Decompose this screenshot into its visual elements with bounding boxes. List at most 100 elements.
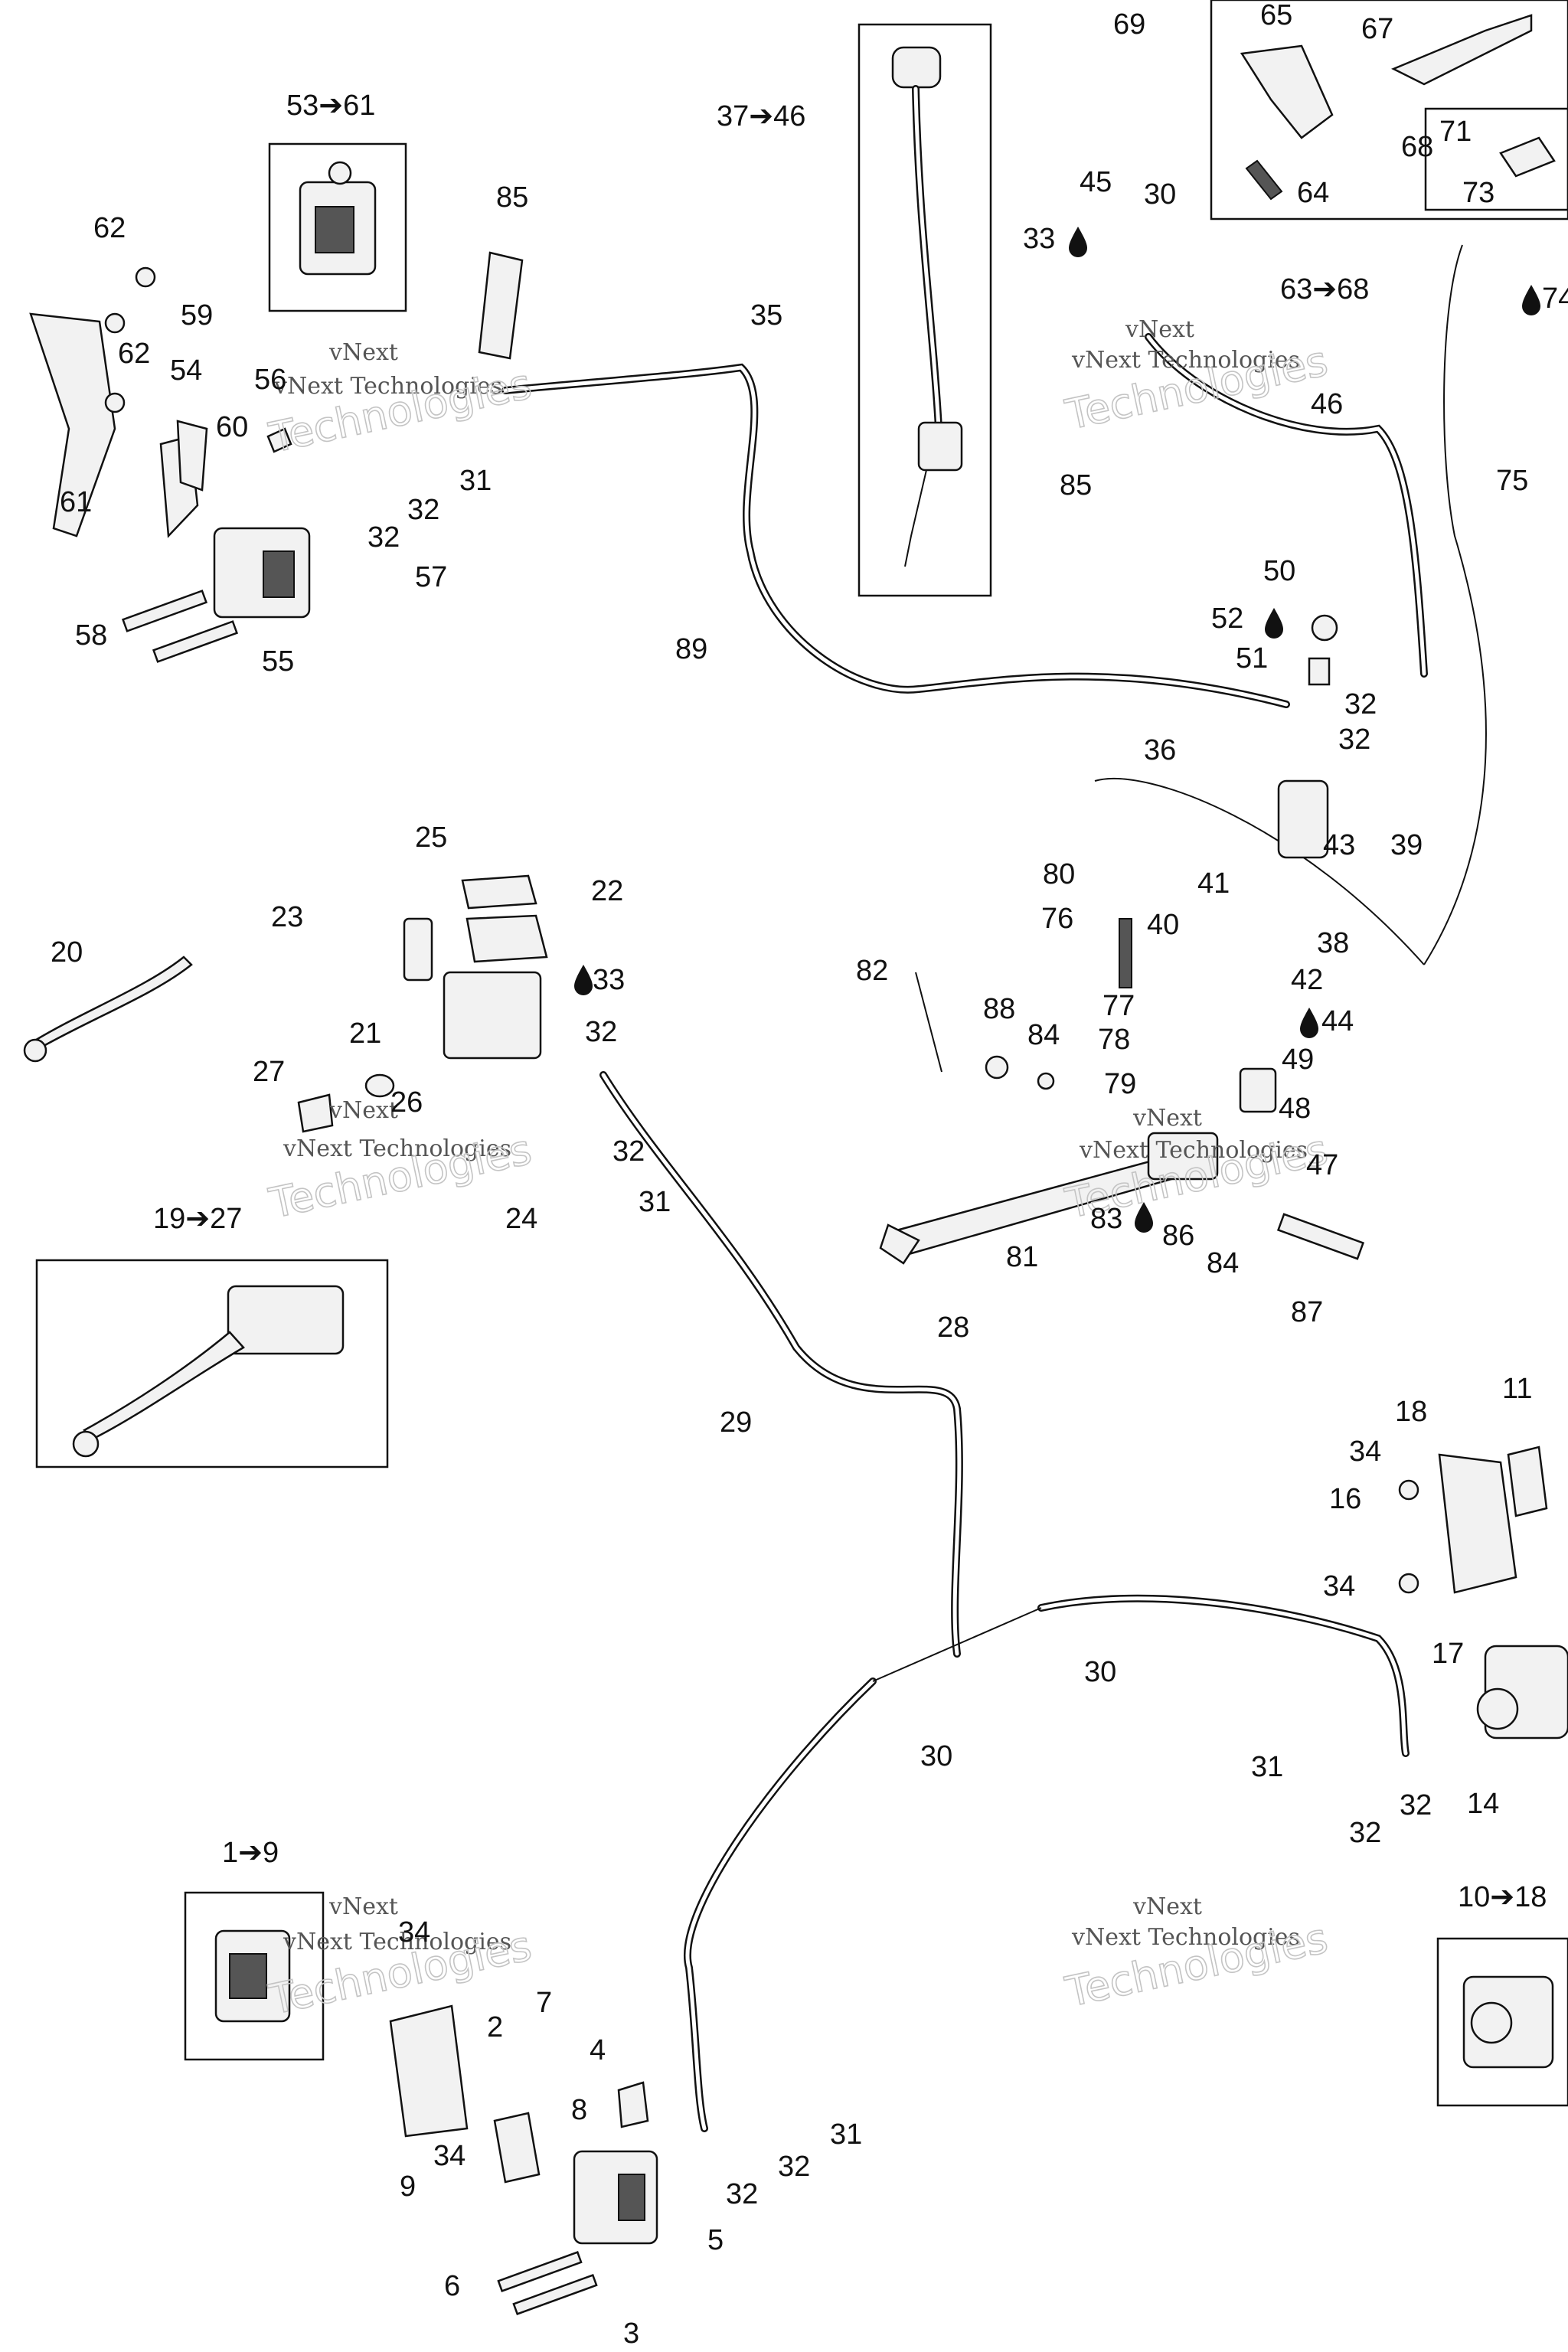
callout-label: 58 (75, 619, 107, 652)
callout-label: 32 (585, 1016, 617, 1048)
callout-label: 9 (400, 2171, 416, 2203)
callout-label: 85 (1060, 469, 1092, 501)
callout-label: 6 (444, 2270, 460, 2302)
rear-pedal-assembly-parts (879, 614, 1365, 1265)
callout-label: 31 (830, 2118, 862, 2151)
callout-label: 50 (1263, 555, 1295, 587)
callout-labels: 1➔9 2 3 4 5 6 7 8 9 10➔18 11 14 16 17 18… (51, 0, 1568, 2350)
watermark-left-bottom: vNext vNext Technologies Technologies (264, 1893, 536, 2024)
svg-text:vNext Technologies: vNext Technologies (273, 373, 502, 400)
callout-label: 32 (1349, 1817, 1381, 1849)
svg-text:vNext Technologies: vNext Technologies (283, 1929, 511, 1955)
callout-label: 34 (1349, 1436, 1381, 1468)
callout-label: 80 (1043, 858, 1075, 890)
hand-lever-master-cylinder-parts (23, 874, 548, 1133)
svg-text:vNext: vNext (1132, 1893, 1202, 1920)
callout-label: 86 (1162, 1220, 1194, 1252)
callout-label: 53➔61 (286, 90, 375, 122)
inset-box-brake-lever-assembly (1210, 0, 1568, 220)
callout-label: 55 (262, 645, 294, 678)
callout-label: 5 (707, 2224, 724, 2256)
callout-label: 4 (590, 2034, 606, 2066)
watermark-right-bottom: vNext vNext Technologies Technologies (1060, 1893, 1332, 2017)
callout-label: 32 (1338, 724, 1370, 756)
callout-label: 42 (1291, 964, 1323, 996)
callout-label: 62 (118, 338, 150, 370)
callout-label: 61 (60, 486, 92, 518)
oil-drop-icon (574, 227, 1540, 1233)
callout-label: 76 (1041, 903, 1073, 935)
callout-label: 1➔9 (222, 1837, 279, 1869)
front-left-caliper-parts (29, 251, 524, 663)
svg-text:vNext: vNext (328, 1893, 398, 1920)
callout-label: 19➔27 (153, 1203, 242, 1235)
callout-label: 60 (216, 411, 248, 443)
callout-label: 10➔18 (1458, 1881, 1547, 1913)
callout-label: 81 (1006, 1241, 1038, 1273)
callout-label: 29 (720, 1406, 752, 1439)
rear-caliper-parts (389, 2004, 658, 2315)
callout-label: 77 (1102, 990, 1135, 1022)
callout-label: 16 (1329, 1483, 1361, 1515)
callout-label: 34 (1323, 1570, 1355, 1602)
callout-label: 67 (1361, 13, 1393, 45)
callout-label: 57 (415, 561, 447, 593)
callout-label: 30 (1084, 1656, 1116, 1688)
callout-label: 78 (1098, 1024, 1130, 1056)
callout-label: 32 (726, 2178, 758, 2210)
callout-label: 64 (1297, 177, 1329, 209)
watermark-left-top: vNext vNext Technologies Technologies (264, 339, 536, 462)
callout-label: 35 (750, 299, 782, 332)
callout-label: 83 (1090, 1203, 1122, 1235)
callout-label: 34 (433, 2140, 466, 2172)
inset-box-rear-caliper (184, 1891, 325, 2061)
callout-label: 33 (1023, 223, 1055, 255)
callout-label: 2 (487, 2011, 503, 2043)
callout-label: 22 (591, 875, 623, 907)
callout-label: 85 (496, 181, 528, 214)
callout-label: 30 (920, 1740, 952, 1772)
callout-label: 14 (1467, 1788, 1499, 1820)
callout-label: 40 (1147, 909, 1179, 941)
callout-label: 69 (1113, 8, 1145, 41)
callout-label: 51 (1236, 642, 1268, 675)
callout-label: 88 (983, 993, 1015, 1025)
svg-text:vNext Technologies: vNext Technologies (1079, 1137, 1308, 1164)
callout-label: 3 (623, 2318, 639, 2350)
callout-label: 59 (181, 299, 213, 332)
inset-box-front-right-caliper (1436, 1937, 1568, 2107)
callout-label: 47 (1306, 1149, 1338, 1181)
callout-label: 32 (407, 494, 439, 526)
callout-label: 31 (1251, 1751, 1283, 1783)
callout-label: 63➔68 (1280, 273, 1369, 305)
svg-text:vNext Technologies: vNext Technologies (283, 1135, 511, 1162)
callout-label: 56 (254, 364, 286, 396)
callout-label: 48 (1279, 1093, 1311, 1125)
brake-hoses (501, 244, 1487, 2132)
callout-label: 11 (1502, 1373, 1532, 1405)
callout-label: 39 (1390, 829, 1423, 861)
inset-box-hand-lever-master (35, 1259, 389, 1468)
callout-label: 24 (505, 1203, 537, 1235)
callout-label: 46 (1311, 388, 1343, 420)
callout-label: 87 (1291, 1296, 1323, 1328)
callout-label: 31 (459, 465, 492, 497)
callout-label: 37➔46 (717, 100, 805, 132)
callout-label: 20 (51, 936, 83, 969)
callout-label: 79 (1104, 1068, 1136, 1100)
callout-label: 8 (571, 2094, 587, 2126)
callout-label: 32 (1400, 1789, 1432, 1821)
inset-box-master-cylinder-hose (858, 23, 992, 597)
callout-label: 36 (1144, 734, 1176, 766)
callout-label: 84 (1207, 1247, 1239, 1279)
callout-label: 17 (1432, 1638, 1464, 1670)
callout-label: 33 (593, 964, 625, 996)
callout-label: 89 (675, 633, 707, 665)
callout-label: 7 (536, 1987, 552, 2019)
callout-label: 38 (1317, 927, 1349, 959)
callout-label: 32 (612, 1135, 645, 1168)
svg-text:vNext Technologies: vNext Technologies (1071, 1924, 1300, 1951)
callout-label: 68 (1401, 131, 1433, 163)
callout-label: 44 (1321, 1005, 1354, 1037)
